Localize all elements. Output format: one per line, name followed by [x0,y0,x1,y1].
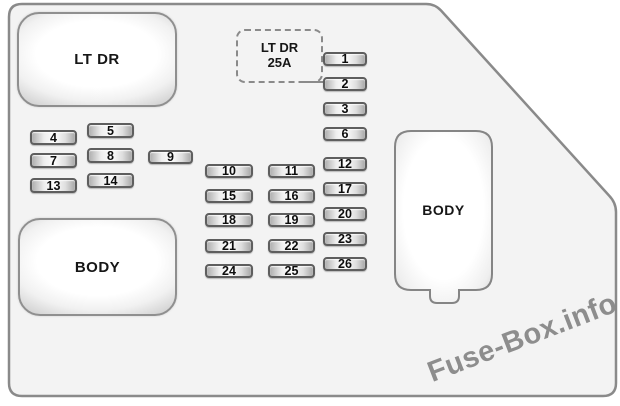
fuse-21: 21 [205,239,253,253]
fuse-23: 23 [323,232,367,246]
fuse-3: 3 [323,102,367,116]
fuse-19: 19 [268,213,315,227]
fuse-13: 13 [30,178,77,193]
fuse-25: 25 [268,264,315,278]
lt-dr-block: LT DR [17,12,177,107]
fuse-22: 22 [268,239,315,253]
fuse-12: 12 [323,157,367,171]
fuse-20: 20 [323,207,367,221]
fuse-5: 5 [87,123,134,138]
body-right-block-label: BODY [422,202,465,218]
fuse-2: 2 [323,77,367,91]
callout-pointer-line [304,81,324,83]
lt-dr-block-label: LT DR [74,51,120,68]
fuse-24: 24 [205,264,253,278]
fuse-1: 1 [323,52,367,66]
callout-line2: 25A [267,55,292,70]
fuse-9: 9 [148,150,193,164]
lt-dr-25a-callout: LT DR 25A [236,29,323,83]
fuse-7: 7 [30,153,77,168]
fuse-10: 10 [205,164,253,178]
fuse-4: 4 [30,130,77,145]
fuse-26: 26 [323,257,367,271]
fuse-16: 16 [268,189,315,203]
fuse-8: 8 [87,148,134,163]
fuse-17: 17 [323,182,367,196]
fuse-15: 15 [205,189,253,203]
fuse-14: 14 [87,173,134,188]
body-left-block-label: BODY [74,258,121,276]
body-left-block: BODY [18,218,177,316]
fuse-6: 6 [323,127,367,141]
fuse-18: 18 [205,213,253,227]
callout-line1: LT DR [260,40,299,56]
body-right-block [394,130,493,304]
fuse-11: 11 [268,164,315,178]
